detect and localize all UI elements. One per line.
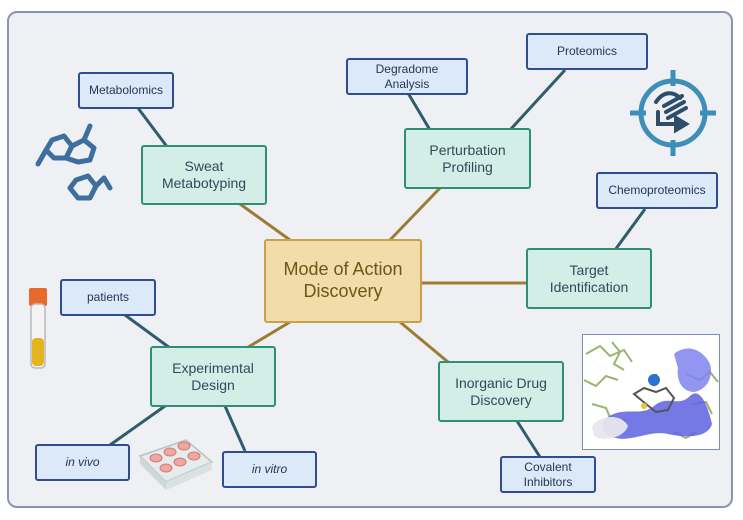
leaf-covalent-inhibitors[interactable]: Covalent Inhibitors (500, 456, 596, 493)
blood-sample-tube-icon (29, 288, 47, 369)
leaf-in-vivo[interactable]: in vivo (35, 444, 130, 481)
protein-binding-surface-image (582, 334, 720, 450)
leaf-proteomics[interactable]: Proteomics (526, 33, 648, 70)
hub-sweat-metabotyping[interactable]: Sweat Metabotyping (141, 145, 267, 205)
leaf-metabolomics[interactable]: Metabolomics (78, 72, 174, 109)
center-node[interactable]: Mode of Action Discovery (264, 239, 422, 323)
link-target-chemoproteomics (613, 208, 647, 251)
link-center-inorganic (399, 320, 449, 364)
link-perturbation-degradome (406, 92, 432, 131)
molecule-structure-icon (35, 123, 113, 201)
leaf-chemoproteomics[interactable]: Chemoproteomics (596, 172, 718, 209)
link-perturbation-proteomics (508, 68, 567, 132)
link-experimental-invivo (109, 404, 166, 447)
link-experimental-patients (124, 313, 171, 350)
hub-inorganic-drug-discovery[interactable]: Inorganic Drug Discovery (438, 361, 564, 422)
protein-target-icon (630, 70, 716, 156)
hub-perturbation-profiling[interactable]: Perturbation Profiling (404, 128, 531, 189)
leaf-degradome-analysis[interactable]: Degradome Analysis (346, 58, 468, 95)
hub-target-identification[interactable]: Target Identification (526, 248, 652, 309)
link-center-sweat (239, 202, 291, 242)
link-experimental-invitro (223, 405, 247, 452)
leaf-connectors (109, 68, 647, 458)
link-center-perturbation (388, 186, 442, 242)
leaf-in-vitro[interactable]: in vitro (222, 451, 317, 488)
hub-experimental-design[interactable]: Experimental Design (150, 346, 276, 407)
link-inorganic-covalent (515, 420, 542, 458)
leaf-patients[interactable]: patients (60, 279, 156, 316)
link-sweat-metabolomics (136, 107, 170, 149)
well-plate-icon (138, 439, 214, 490)
